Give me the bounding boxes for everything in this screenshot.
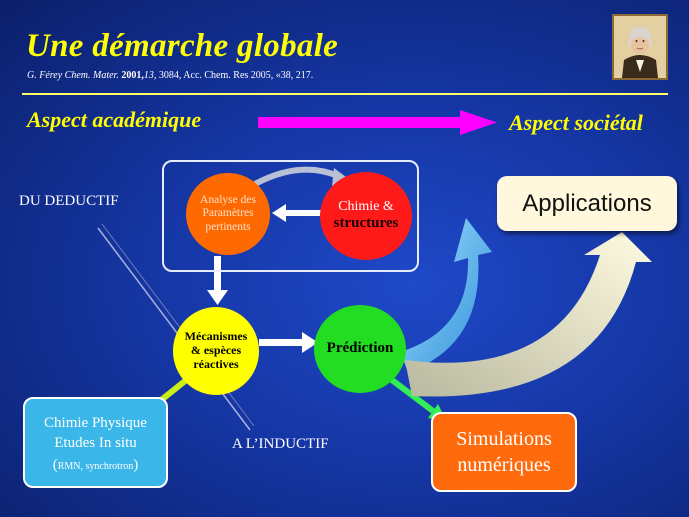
node-mecanismes-line3: réactives [193, 356, 239, 371]
reference-rest: 3084, Acc. Chem. Res 2005, «38, 217. [156, 70, 314, 81]
node-analyse: Analyse des Paramètres pertinents [186, 173, 270, 255]
node-analyse-line1: Analyse des [200, 194, 256, 207]
slide-title: Une démarche globale [26, 28, 339, 64]
node-chimie-physique-line3: (RMN, synchrotron) [25, 453, 166, 479]
node-simulations-line1: Simulations [456, 428, 552, 450]
portrait-icon [612, 14, 668, 80]
arrow-chimie-analyse-head [272, 204, 286, 222]
node-mecanismes-line1: Mécanismes [184, 329, 248, 344]
paren-close: ) [133, 457, 139, 473]
label-inductif: A L’INDUCTIF [232, 436, 329, 452]
reference-authors: G. Férey [27, 70, 63, 81]
node-applications: Applications [497, 176, 677, 231]
node-chimie-physique-line2: Etudes In situ [54, 435, 137, 451]
node-chimie: Chimie & structures [320, 172, 412, 260]
blue-curved-arrow [400, 218, 492, 372]
title-underline [22, 93, 668, 95]
paren-open: ( [52, 457, 58, 473]
reference-volume: 13, [143, 70, 157, 81]
reference-line: G. Férey Chem. Mater. 2001,13, 3084, Acc… [27, 70, 313, 81]
node-simulations: Simulations numériques [431, 412, 577, 492]
node-chimie-physique: Chimie Physique Etudes In situ (RMN, syn… [23, 397, 168, 488]
node-mecanismes: Mécanismes & espèces réactives [173, 307, 259, 395]
node-chimie-line1: Chimie & [338, 199, 394, 215]
reference-journal: Chem. Mater. [64, 70, 119, 81]
curved-arrow-analyse-chimie [253, 166, 340, 187]
chimie-group-box [162, 160, 419, 272]
node-analyse-line2: Paramètres [202, 207, 254, 220]
portrait-drawing [614, 16, 666, 78]
node-analyse-line3: pertinents [205, 220, 251, 233]
cream-curved-arrow [405, 232, 652, 397]
node-prediction: Prédiction [314, 305, 406, 393]
arrow-mecanismes-prediction-head [302, 332, 318, 353]
label-deductif: DU DEDUCTIF [19, 193, 119, 209]
aspect-societal: Aspect sociétal [509, 110, 643, 135]
arrow-mecanismes-prediction [259, 339, 305, 346]
deductif-inductif-line [97, 227, 251, 431]
arrow-analyse-mecanismes [214, 256, 221, 293]
node-chimie-physique-methods: RMN, synchrotron [57, 461, 134, 472]
aspect-arrow [258, 110, 497, 135]
node-chimie-physique-line1: Chimie Physique [44, 415, 147, 431]
arrow-chimie-analyse [282, 210, 322, 216]
arrow-analyse-mecanismes-head [207, 290, 228, 305]
reference-year: 2001, [121, 70, 144, 81]
node-applications-label: Applications [522, 189, 652, 217]
node-mecanismes-line2: & espèces [190, 343, 242, 358]
node-chimie-line2: structures [333, 215, 399, 232]
node-simulations-line2: numériques [457, 454, 551, 476]
aspect-academique: Aspect académique [27, 107, 202, 132]
node-prediction-label: Prédiction [326, 340, 394, 357]
